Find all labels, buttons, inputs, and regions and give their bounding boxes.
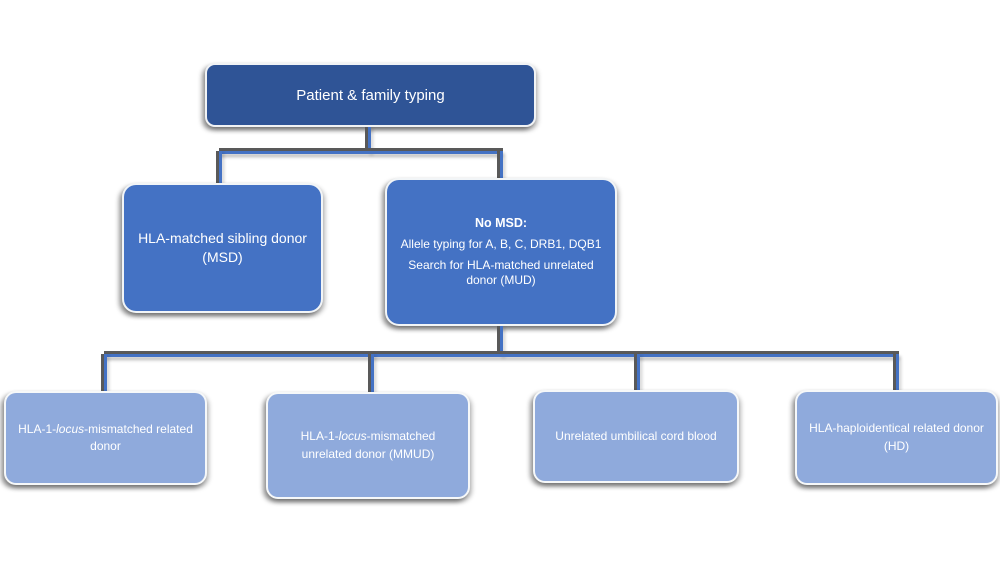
connector-to-cord-blood	[637, 354, 640, 391]
node-patient-family-typing-label: Patient & family typing	[296, 86, 445, 104]
connector-to-no-msd	[500, 151, 503, 179]
node-mismatched-related-donor: HLA-1-locus-mismatched related donor	[4, 391, 207, 485]
node-no-msd-textblock: No MSD: Allele typing for A, B, C, DRB1,…	[392, 216, 610, 288]
connector-level2-horizontal	[219, 151, 503, 154]
connector-level3-horizontal	[104, 354, 899, 357]
connector-no-msd-down	[500, 326, 503, 356]
node-no-msd: No MSD: Allele typing for A, B, C, DRB1,…	[385, 178, 617, 326]
node-patient-family-typing: Patient & family typing	[205, 63, 536, 127]
connector-to-mismatched-related	[104, 354, 107, 392]
node-msd-label: HLA-matched sibling donor (MSD)	[138, 230, 307, 265]
node-haploidentical-donor-label: HLA-haploidentical related donor (HD)	[809, 421, 984, 453]
node-msd: HLA-matched sibling donor (MSD)	[122, 183, 323, 313]
connector-to-msd	[219, 151, 222, 183]
node-mismatched-related-donor-label: HLA-1-locus-mismatched related donor	[18, 421, 193, 453]
node-mmud: HLA-1-locus-mismatched unrelated donor (…	[266, 392, 470, 499]
node-no-msd-allele-line: Allele typing for A, B, C, DRB1, DQB1	[400, 237, 602, 251]
connector-root-down	[368, 127, 371, 153]
node-mmud-label: HLA-1-locus-mismatched unrelated donor (…	[300, 429, 436, 461]
node-no-msd-heading: No MSD:	[474, 216, 528, 230]
connector-to-mmud	[371, 354, 374, 393]
node-no-msd-search-line: Search for HLA-matched unrelated donor (…	[408, 258, 594, 287]
node-haploidentical-donor: HLA-haploidentical related donor (HD)	[795, 390, 998, 485]
node-cord-blood: Unrelated umbilical cord blood	[533, 390, 739, 483]
connector-to-haploidentical	[896, 354, 899, 391]
node-cord-blood-label: Unrelated umbilical cord blood	[555, 428, 717, 443]
